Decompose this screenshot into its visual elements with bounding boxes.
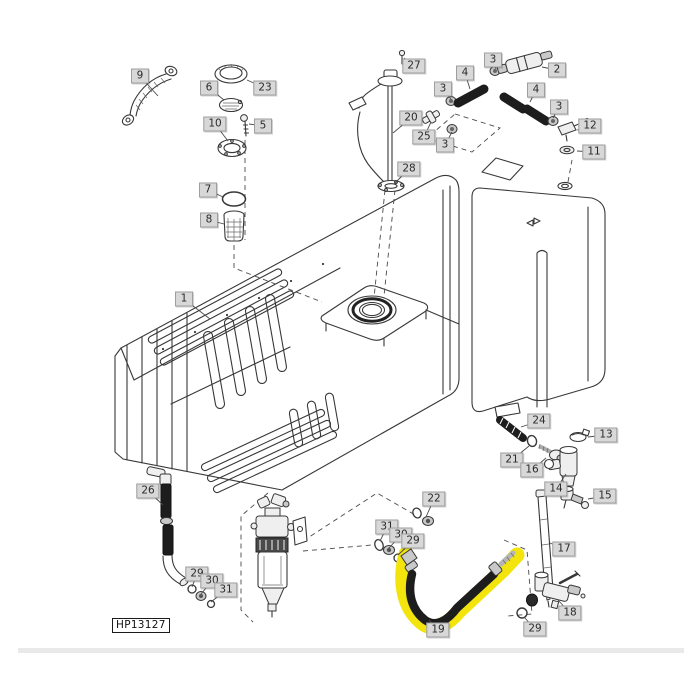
shutoff-valve-part-18 <box>526 570 586 610</box>
bezel-ring-part-23 <box>214 63 248 84</box>
callout-7-5[interactable]: 7 <box>199 182 217 198</box>
callout-10-3[interactable]: 10 <box>203 116 227 132</box>
clamp-part-13 <box>569 428 591 443</box>
callout-27-8[interactable]: 27 <box>402 58 426 74</box>
fuel-cap-part-6 <box>218 97 244 113</box>
weld-dots <box>161 262 325 351</box>
callout-17-27[interactable]: 17 <box>552 541 576 557</box>
callout-1-7[interactable]: 1 <box>175 291 193 307</box>
hose-elbow-fitting <box>400 548 418 566</box>
callout-2-16[interactable]: 2 <box>548 62 566 78</box>
strap-part-9 <box>121 65 178 126</box>
callout-16-24[interactable]: 16 <box>520 462 544 478</box>
callout-25-10[interactable]: 25 <box>412 129 436 145</box>
callout-4-17[interactable]: 4 <box>527 82 545 98</box>
strainer-part-8 <box>223 210 245 242</box>
callout-29-33[interactable]: 29 <box>401 533 425 549</box>
gasket-part-10 <box>217 138 247 158</box>
callout-8-6[interactable]: 8 <box>200 212 218 228</box>
callout-22-30[interactable]: 22 <box>422 491 446 507</box>
hose-part-26 <box>146 466 189 587</box>
grommet-part-11 <box>559 145 575 155</box>
hose-body <box>405 569 499 628</box>
assembly-guide-lines <box>233 113 573 623</box>
callout-3-14[interactable]: 3 <box>434 81 452 97</box>
callout-3-15[interactable]: 3 <box>436 137 454 153</box>
o-ring-part-29-right <box>516 607 528 619</box>
main-fuel-tank <box>114 174 460 494</box>
callout-31-38[interactable]: 31 <box>214 582 238 598</box>
bottom-rule <box>18 648 684 653</box>
return-line-parts <box>496 416 591 619</box>
auxiliary-tank <box>471 157 606 418</box>
fitting-parts-29-30-31-left <box>187 584 216 609</box>
callout-23-1[interactable]: 23 <box>253 80 277 96</box>
highlighted-hose-part-19[interactable] <box>395 546 525 635</box>
callout-21-23[interactable]: 21 <box>500 452 524 468</box>
callout-13-22[interactable]: 13 <box>594 427 618 443</box>
callout-6-2[interactable]: 6 <box>200 80 218 96</box>
filler-neck-opening <box>347 295 397 325</box>
callout-3-12[interactable]: 3 <box>484 52 502 68</box>
callout-19-34[interactable]: 19 <box>426 622 450 638</box>
fuel-sender-unit <box>348 49 406 193</box>
callout-9-0[interactable]: 9 <box>131 68 149 84</box>
callout-3-18[interactable]: 3 <box>550 99 568 115</box>
valve-part-14 <box>543 445 578 487</box>
callout-5-4[interactable]: 5 <box>254 118 272 134</box>
callout-11-20[interactable]: 11 <box>582 144 606 160</box>
o-ring-part-7 <box>221 191 247 207</box>
callout-12-19[interactable]: 12 <box>578 118 602 134</box>
callout-29-29[interactable]: 29 <box>523 621 547 637</box>
callout-14-25[interactable]: 14 <box>544 481 568 497</box>
figure-id-label: HP13127 <box>112 618 170 633</box>
plug-parts-22 <box>412 507 434 526</box>
callout-28-11[interactable]: 28 <box>397 161 421 177</box>
callout-15-26[interactable]: 15 <box>593 488 617 504</box>
callout-26-35[interactable]: 26 <box>136 483 160 499</box>
fitting-parts-31-30-29 <box>374 539 403 563</box>
hose-end-nut <box>488 561 503 576</box>
callout-18-28[interactable]: 18 <box>558 605 582 621</box>
fuel-filter-assembly <box>250 493 308 618</box>
pickup-pump-part-2 <box>496 50 553 75</box>
callout-4-13[interactable]: 4 <box>456 65 474 81</box>
screw-part-5 <box>240 114 250 137</box>
callout-24-21[interactable]: 24 <box>527 413 551 429</box>
callout-20-9[interactable]: 20 <box>399 110 423 126</box>
